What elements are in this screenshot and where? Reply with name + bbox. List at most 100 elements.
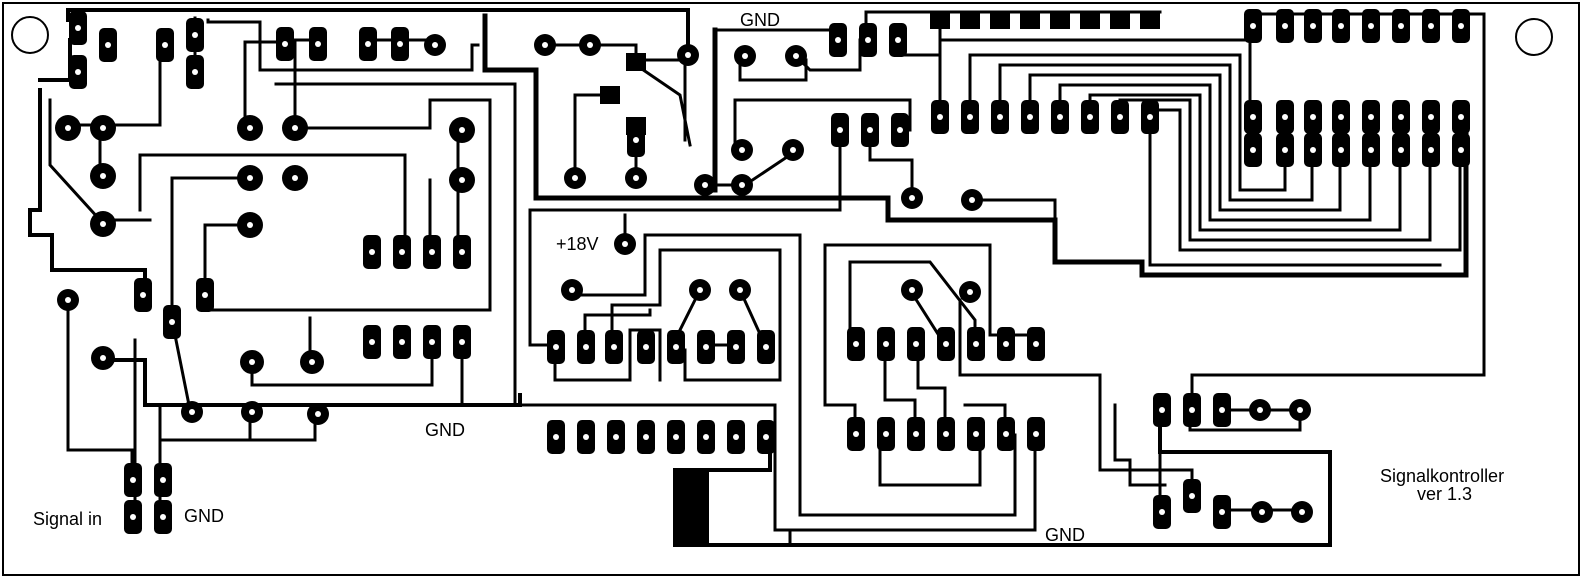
drill-hole bbox=[1282, 147, 1288, 153]
drill-hole bbox=[365, 41, 371, 47]
drill-hole bbox=[1250, 147, 1256, 153]
drill-hole bbox=[837, 127, 843, 133]
drill-hole bbox=[189, 409, 195, 415]
drill-hole bbox=[192, 69, 198, 75]
drill-hole bbox=[247, 175, 253, 181]
drill-hole bbox=[703, 344, 709, 350]
board-version: ver 1.3 bbox=[1417, 484, 1472, 504]
drill-hole bbox=[1259, 509, 1265, 515]
square-pad bbox=[1140, 11, 1160, 29]
drill-hole bbox=[739, 182, 745, 188]
drill-hole bbox=[569, 287, 575, 293]
drill-hole bbox=[459, 127, 465, 133]
drill-hole bbox=[1310, 147, 1316, 153]
drill-hole bbox=[1033, 431, 1039, 437]
drill-hole bbox=[160, 477, 166, 483]
drill-hole bbox=[1398, 147, 1404, 153]
drill-hole bbox=[613, 434, 619, 440]
drill-hole bbox=[369, 249, 375, 255]
drill-hole bbox=[553, 344, 559, 350]
mounting-hole-right bbox=[1515, 18, 1553, 56]
drill-hole bbox=[1398, 23, 1404, 29]
drill-hole bbox=[867, 127, 873, 133]
drill-hole bbox=[65, 125, 71, 131]
square-pad bbox=[1080, 11, 1100, 29]
board-title: Signalkontroller bbox=[1380, 466, 1504, 486]
drill-hole bbox=[897, 127, 903, 133]
drill-hole bbox=[969, 197, 975, 203]
drill-hole bbox=[100, 173, 106, 179]
drill-hole bbox=[973, 431, 979, 437]
drill-hole bbox=[793, 53, 799, 59]
drill-hole bbox=[763, 344, 769, 350]
drill-hole bbox=[247, 125, 253, 131]
drill-hole bbox=[1027, 114, 1033, 120]
gnd-label-top: GND bbox=[740, 10, 780, 30]
drill-hole bbox=[633, 137, 639, 143]
drill-hole bbox=[1159, 509, 1165, 515]
drill-hole bbox=[1368, 114, 1374, 120]
drill-hole bbox=[75, 69, 81, 75]
drill-hole bbox=[583, 434, 589, 440]
drill-hole bbox=[130, 477, 136, 483]
drill-hole bbox=[611, 344, 617, 350]
drill-hole bbox=[1310, 114, 1316, 120]
drill-hole bbox=[315, 411, 321, 417]
drill-hole bbox=[1458, 114, 1464, 120]
drill-hole bbox=[1458, 147, 1464, 153]
drill-hole bbox=[997, 114, 1003, 120]
drill-hole bbox=[943, 341, 949, 347]
drill-hole bbox=[1033, 341, 1039, 347]
drill-hole bbox=[1117, 114, 1123, 120]
drill-hole bbox=[1398, 114, 1404, 120]
drill-hole bbox=[733, 434, 739, 440]
drill-hole bbox=[909, 195, 915, 201]
drill-hole bbox=[973, 341, 979, 347]
drill-hole bbox=[399, 339, 405, 345]
drill-hole bbox=[1297, 407, 1303, 413]
drill-hole bbox=[1458, 23, 1464, 29]
square-pad bbox=[960, 11, 980, 29]
drill-hole bbox=[292, 125, 298, 131]
drill-hole bbox=[702, 182, 708, 188]
drill-hole bbox=[913, 341, 919, 347]
drill-hole bbox=[1003, 431, 1009, 437]
drill-hole bbox=[140, 292, 146, 298]
drill-hole bbox=[292, 175, 298, 181]
square-pad bbox=[990, 11, 1010, 29]
drill-hole bbox=[75, 25, 81, 31]
drill-hole bbox=[369, 339, 375, 345]
drill-hole bbox=[100, 125, 106, 131]
drill-hole bbox=[967, 114, 973, 120]
drill-hole bbox=[553, 434, 559, 440]
drill-hole bbox=[282, 41, 288, 47]
drill-hole bbox=[1257, 407, 1263, 413]
drill-hole bbox=[1282, 23, 1288, 29]
drill-hole bbox=[100, 355, 106, 361]
square-pad bbox=[1110, 11, 1130, 29]
mounting-hole-left bbox=[11, 16, 49, 54]
drill-hole bbox=[587, 42, 593, 48]
drill-hole bbox=[673, 434, 679, 440]
drill-hole bbox=[1428, 23, 1434, 29]
square-pad bbox=[1050, 11, 1070, 29]
drill-hole bbox=[737, 287, 743, 293]
drill-hole bbox=[1189, 407, 1195, 413]
drill-hole bbox=[459, 339, 465, 345]
drill-hole bbox=[883, 431, 889, 437]
drill-hole bbox=[1299, 509, 1305, 515]
drill-hole bbox=[399, 249, 405, 255]
copper-pour bbox=[673, 472, 709, 547]
drill-hole bbox=[105, 42, 111, 48]
drill-hole bbox=[249, 359, 255, 365]
drill-hole bbox=[633, 175, 639, 181]
drill-hole bbox=[1189, 493, 1195, 499]
drill-hole bbox=[160, 514, 166, 520]
drill-hole bbox=[895, 37, 901, 43]
drill-hole bbox=[1219, 509, 1225, 515]
drill-hole bbox=[643, 434, 649, 440]
drill-hole bbox=[1338, 114, 1344, 120]
drill-hole bbox=[937, 114, 943, 120]
drill-hole bbox=[192, 32, 198, 38]
drill-hole bbox=[572, 175, 578, 181]
